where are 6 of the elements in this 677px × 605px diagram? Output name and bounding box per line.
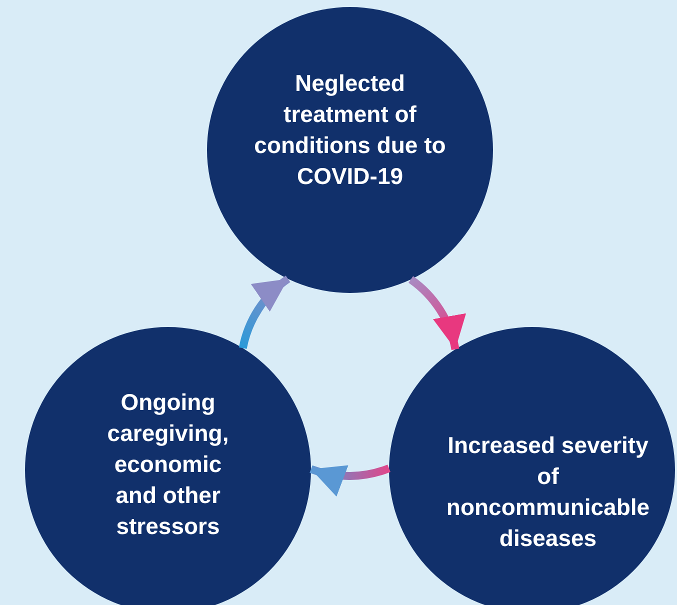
cycle-arrow — [408, 276, 464, 350]
cycle-arrow — [238, 276, 290, 350]
node-text: Ongoing caregiving, economic and other stressors — [106, 388, 230, 540]
cycle-arrow — [310, 462, 390, 496]
node-text: Neglected treatment of conditions due to COVID-19 — [253, 69, 447, 191]
node-text: Increased severity of noncommunicable diseases — [445, 431, 651, 553]
